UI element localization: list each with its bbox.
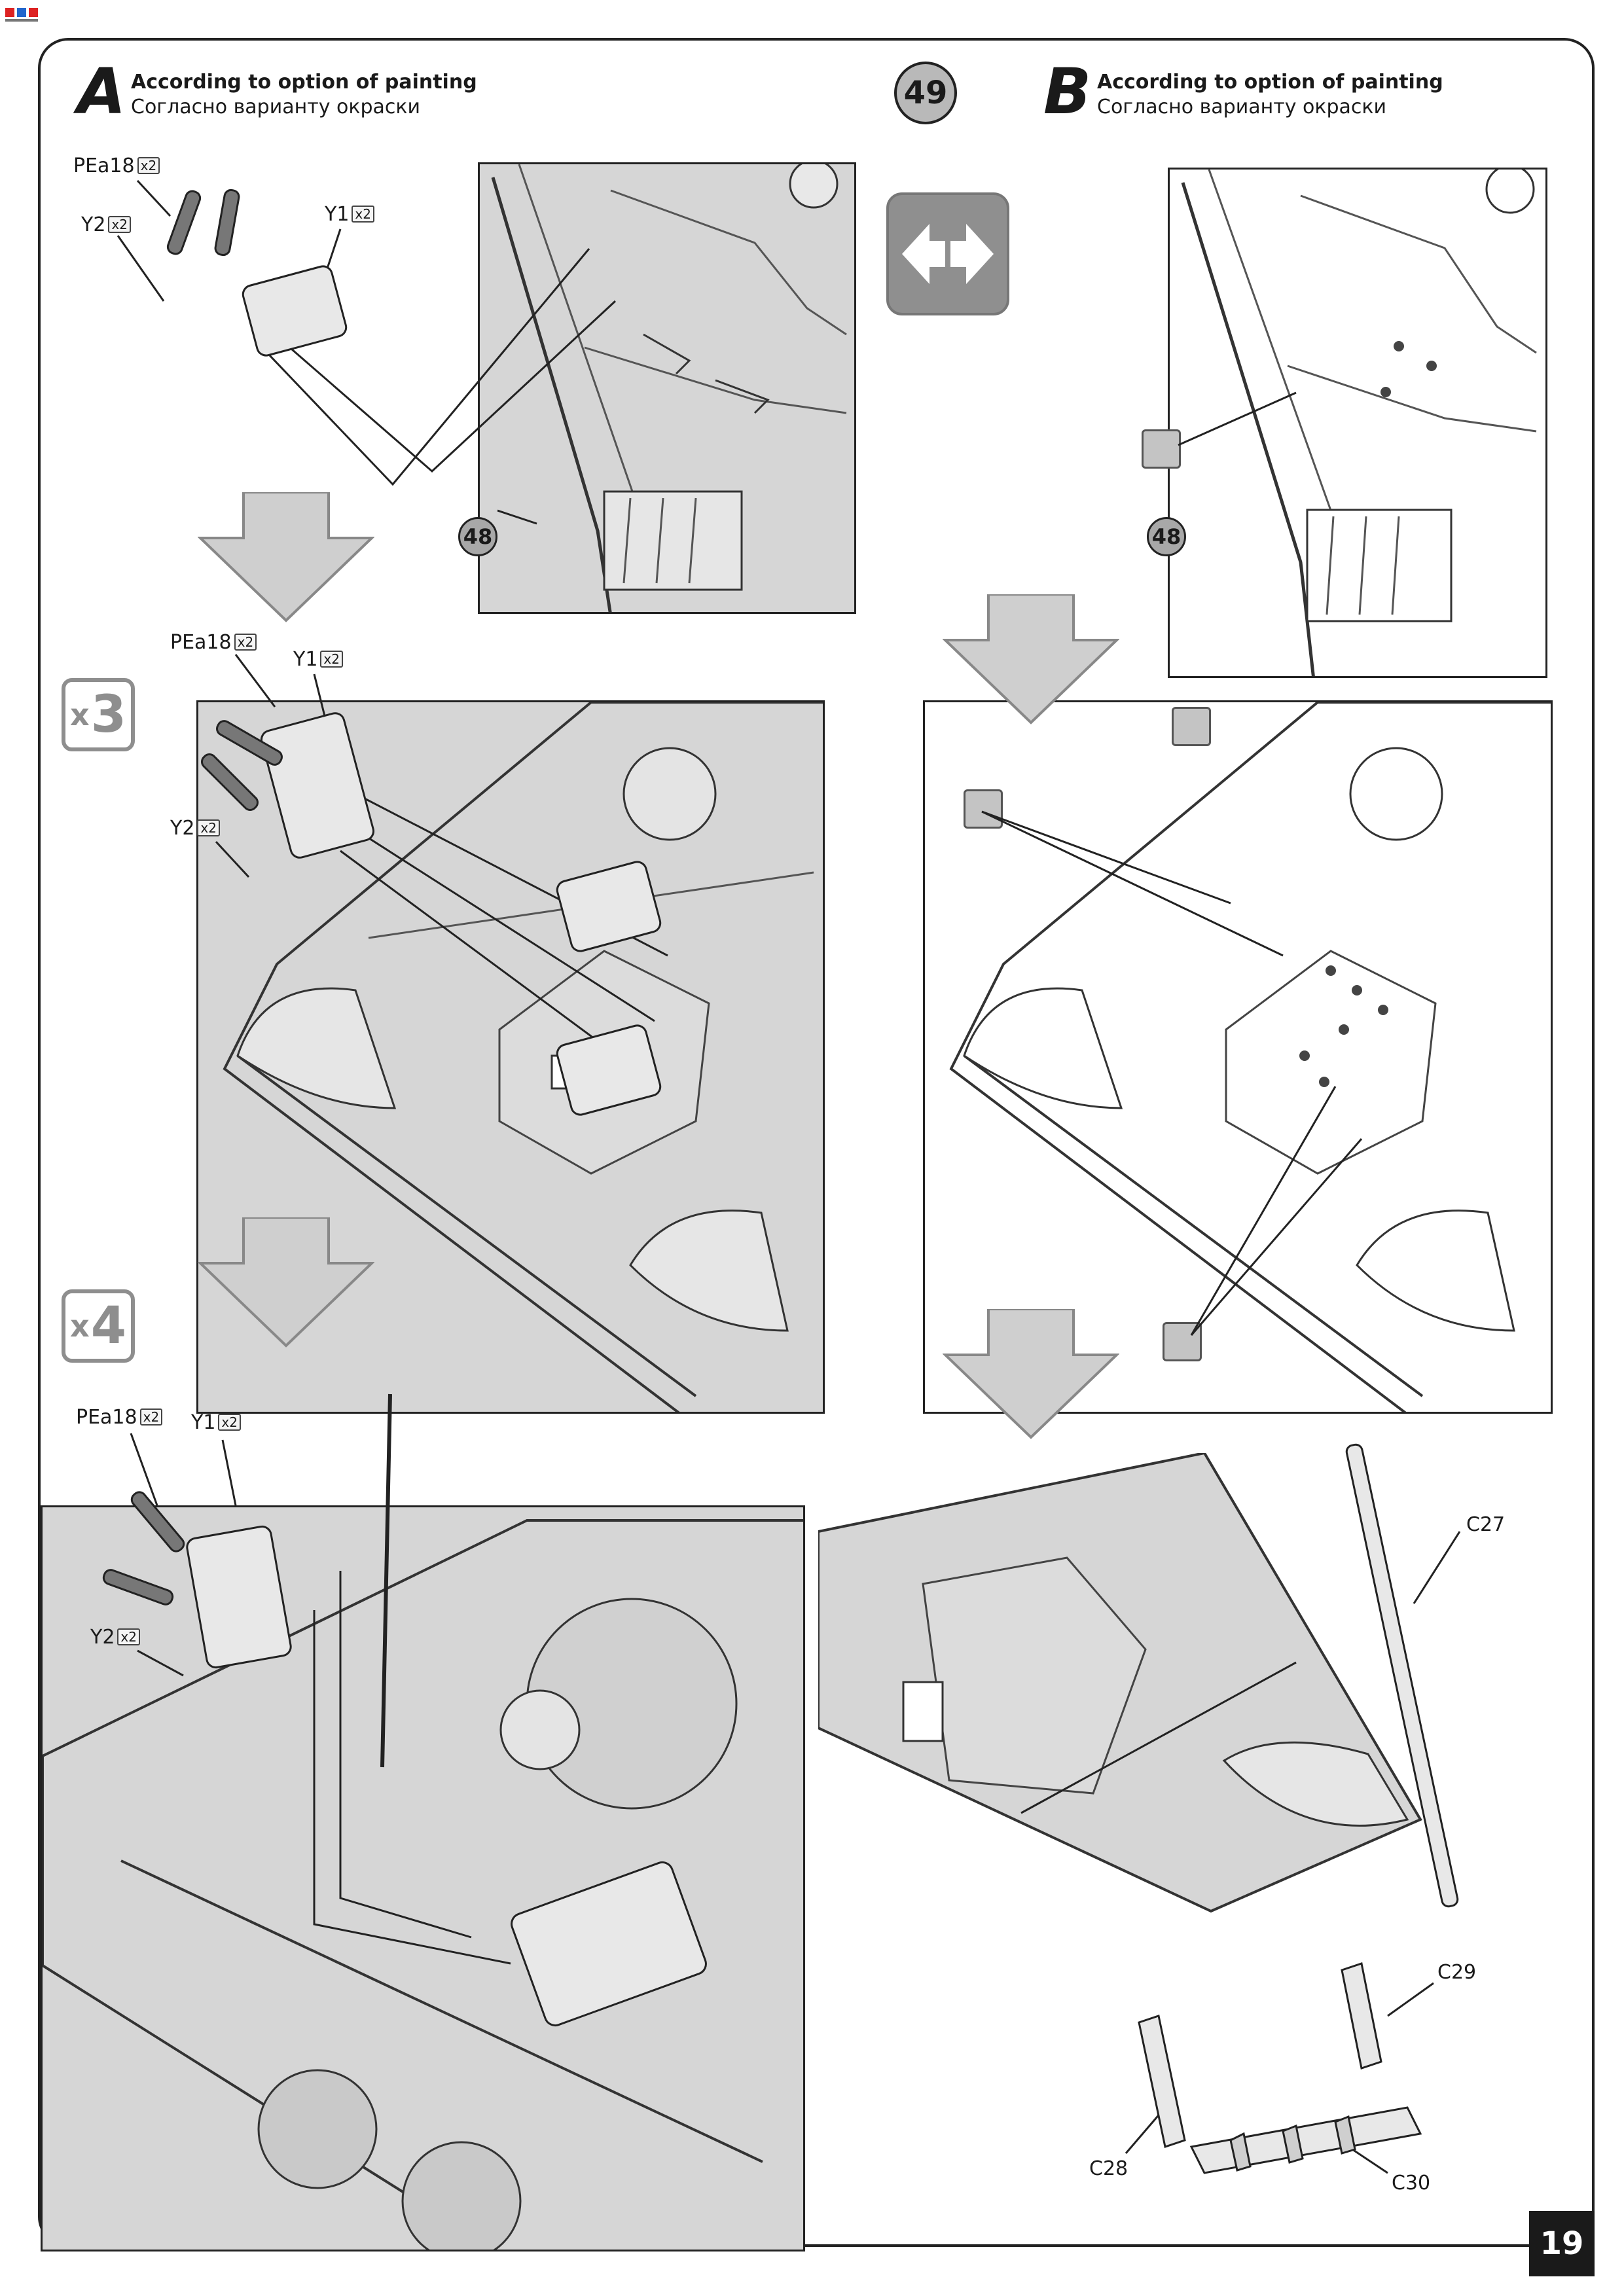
- ref-step-48-a: 48: [458, 517, 497, 556]
- assembly-arrow-icon: [198, 492, 374, 622]
- page-frame: [38, 38, 1595, 2247]
- page-number: 19: [1529, 2211, 1595, 2276]
- hull-view-a-bottom: [41, 1505, 805, 2251]
- paint-brush-icon: [1172, 707, 1211, 746]
- option-b-title-en: According to option of painting: [1097, 71, 1443, 94]
- part-label-c30: C30: [1392, 2172, 1431, 2195]
- step-number: 49: [894, 62, 957, 124]
- paint-brush-icon: [1142, 429, 1181, 469]
- option-a-title-ru: Согласно варианту окраски: [131, 96, 421, 118]
- part-label-c28: C28: [1089, 2157, 1128, 2180]
- part-label-c27: C27: [1466, 1513, 1506, 1536]
- ref-step-48-b: 48: [1147, 517, 1186, 556]
- option-b-letter: B: [1043, 55, 1092, 128]
- paint-brush-icon: [964, 789, 1003, 829]
- option-b-title-ru: Согласно варианту окраски: [1097, 96, 1387, 118]
- assembly-arrow-icon: [198, 1217, 374, 1348]
- hull-view-b-top: [1168, 168, 1547, 678]
- flip-view-icon: [886, 192, 1009, 315]
- hull-view-a-top: [478, 162, 856, 614]
- brand-logo-icon: [5, 8, 38, 22]
- hull-view-b-bottom: [818, 1453, 1427, 1964]
- option-a-title-en: According to option of painting: [131, 71, 477, 94]
- assembly-arrow-icon: [943, 1309, 1119, 1439]
- part-label-c29: C29: [1437, 1961, 1477, 1984]
- hull-view-b-middle: [923, 700, 1553, 1414]
- option-a-letter: A: [77, 55, 126, 128]
- assembly-arrow-icon: [943, 594, 1119, 725]
